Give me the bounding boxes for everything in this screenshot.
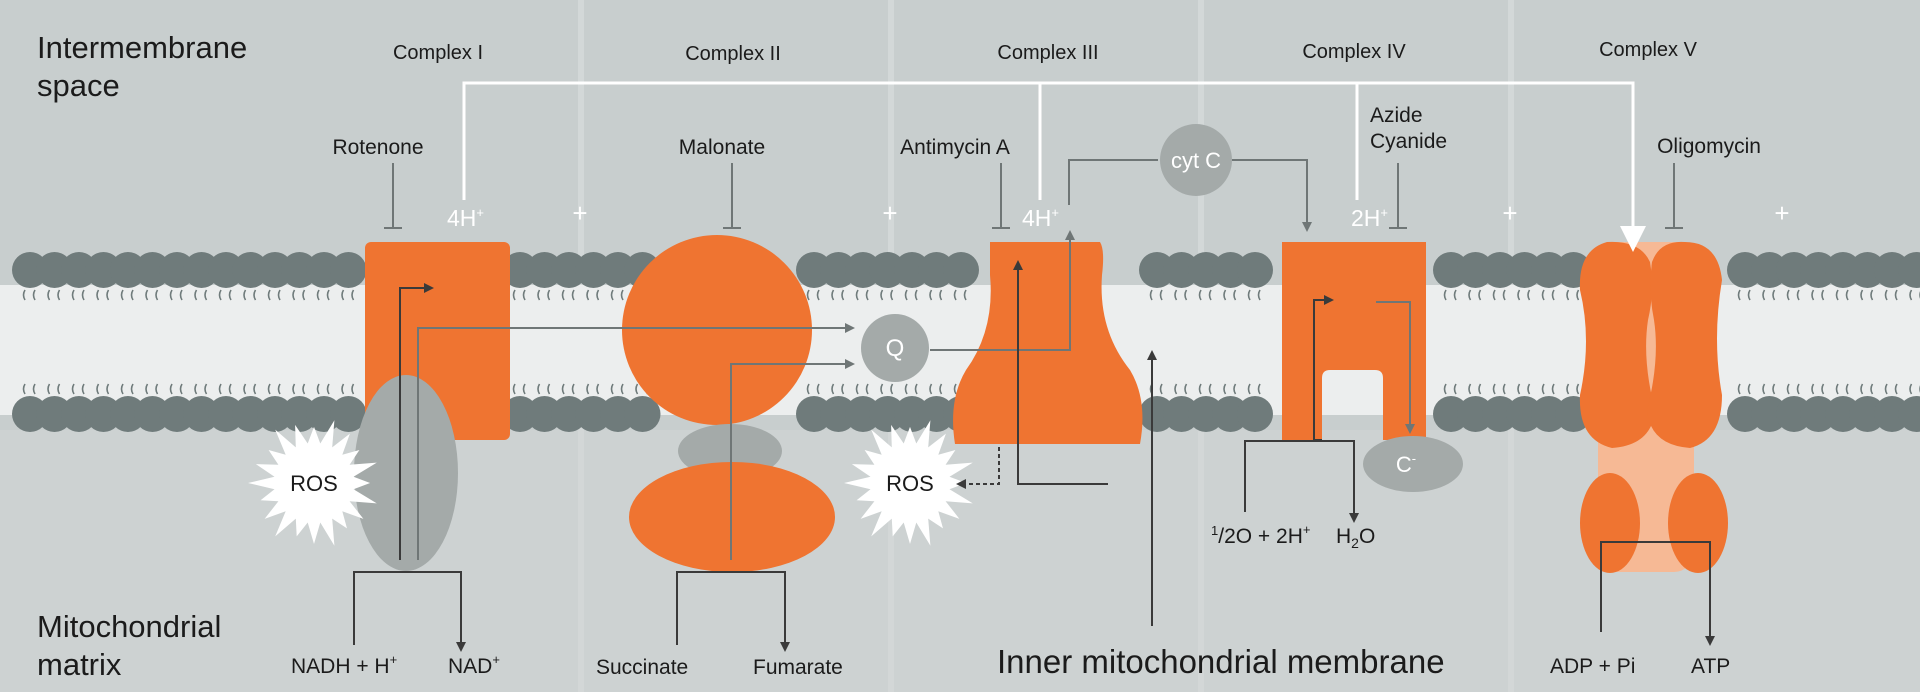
intermembrane-label-2: space <box>37 68 120 103</box>
oxygen-label: 1/2O + 2H+ <box>1211 522 1310 548</box>
azide-label: Azide <box>1370 104 1423 127</box>
ubiquinone-q: Q <box>861 314 929 382</box>
fumarate-label: Fumarate <box>753 656 843 679</box>
membrane-label: Inner mitochondrial membrane <box>997 643 1445 680</box>
proton-label-3: 4H+ <box>1022 205 1059 231</box>
complex-5-label: Complex V <box>1599 39 1697 61</box>
cytc-label: cyt C <box>1171 148 1221 173</box>
plus-sign-2: + <box>882 198 897 228</box>
oligomycin-label: Oligomycin <box>1657 135 1761 158</box>
c-minus-label: C- <box>1396 451 1416 477</box>
atp-label: ATP <box>1691 655 1730 678</box>
proton-label-4: 2H+ <box>1351 205 1388 231</box>
cytochrome-c: cyt C <box>1160 124 1232 196</box>
ros-label-1: ROS <box>290 471 338 496</box>
plus-sign-3: + <box>1502 198 1517 228</box>
proton-label-1: 4H+ <box>447 205 484 231</box>
proton-bracket <box>462 81 1635 240</box>
nad-label: NAD+ <box>448 652 500 678</box>
cyanide-label: Cyanide <box>1370 130 1447 153</box>
complex-4 <box>1282 242 1463 492</box>
lipid-bilayer <box>12 252 1920 432</box>
antimycin-label: Antimycin A <box>900 136 1010 159</box>
ros-burst-1: ROS <box>248 420 377 546</box>
plus-sign-1: + <box>572 198 587 228</box>
complex-3-label: Complex III <box>997 42 1098 64</box>
complex-2-label: Complex II <box>685 43 781 65</box>
nadh-label: NADH + H+ <box>291 652 397 678</box>
water-label: H2O <box>1336 525 1375 551</box>
intermembrane-label-1: Intermembrane <box>37 30 247 65</box>
matrix-label-1: Mitochondrial <box>37 609 221 644</box>
complex-4-label: Complex IV <box>1302 41 1406 63</box>
q-label: Q <box>886 335 905 362</box>
inhibitor-lines <box>384 163 1683 229</box>
complex-3 <box>953 242 1143 444</box>
adp-label: ADP + Pi <box>1550 655 1635 678</box>
rotenone-label: Rotenone <box>332 136 423 159</box>
matrix-label-2: matrix <box>37 647 122 682</box>
complex-5 <box>1579 241 1728 573</box>
malonate-label: Malonate <box>679 136 765 159</box>
plus-sign-4: + <box>1774 198 1789 228</box>
proton-arrowhead <box>1620 226 1646 252</box>
succinate-label: Succinate <box>596 656 688 679</box>
complex-1-label: Complex I <box>393 42 483 64</box>
complex-1 <box>354 242 510 571</box>
ros-label-2: ROS <box>886 471 934 496</box>
reaction-arrows <box>353 260 1715 652</box>
electron-flow <box>417 159 1415 560</box>
ros-burst-2: ROS <box>844 420 973 546</box>
